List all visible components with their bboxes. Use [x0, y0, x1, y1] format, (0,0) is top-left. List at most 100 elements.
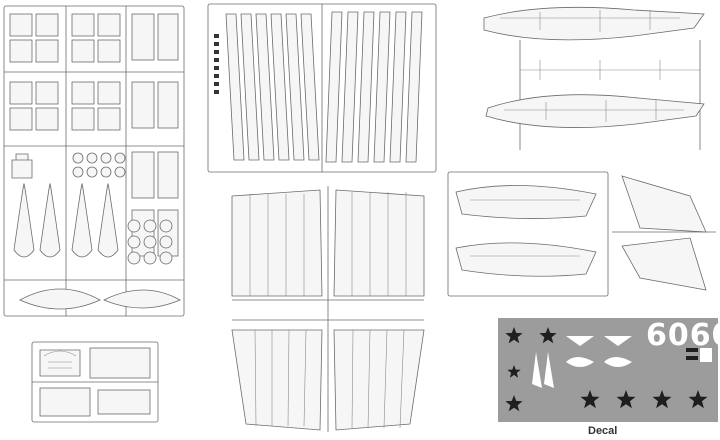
wheel-part — [159, 251, 173, 265]
decal-star — [505, 327, 523, 344]
drop-tank-part — [13, 183, 35, 258]
panel-part — [131, 13, 155, 61]
bulkhead-part — [35, 81, 59, 105]
bulkhead-part — [35, 13, 59, 37]
wing-upper-left — [231, 189, 323, 297]
stabilizer-part — [621, 175, 707, 233]
wheel-part — [127, 219, 141, 233]
wheel-part — [143, 251, 157, 265]
bulkhead-part — [97, 107, 121, 131]
wing-sprue — [231, 186, 425, 432]
strip-part — [225, 13, 245, 161]
strip-part — [255, 13, 275, 161]
panel-line — [367, 329, 371, 429]
bulkhead-part — [35, 107, 59, 131]
decal-badge — [604, 357, 632, 367]
wheel-part — [143, 235, 157, 249]
sprue-top-middle — [207, 3, 437, 173]
wheel-part — [100, 152, 112, 164]
bulkhead-part — [71, 107, 95, 131]
decal-star — [616, 390, 636, 409]
canopy-part — [103, 289, 181, 309]
fuselage-sprue — [483, 6, 705, 150]
strip-part — [285, 13, 305, 161]
bulkhead-part — [71, 13, 95, 37]
panel-line — [399, 329, 405, 429]
fuselage-half-bottom — [485, 94, 705, 128]
strip-part — [373, 11, 391, 163]
decal-bar — [686, 356, 698, 360]
wheel-part — [86, 152, 98, 164]
bulkhead-part — [71, 39, 95, 63]
panel-part — [157, 209, 179, 257]
wheel-part — [72, 152, 84, 164]
strip-part — [341, 11, 359, 163]
strip-part — [389, 11, 407, 163]
decal-star — [652, 390, 672, 409]
panel-part — [157, 151, 179, 199]
strip-part — [300, 13, 320, 161]
stabilizer-part — [621, 237, 707, 291]
bulkhead-part — [97, 81, 121, 105]
bulkhead-part — [97, 13, 121, 37]
decal-bar — [686, 348, 698, 352]
strip-part — [357, 11, 375, 163]
decal-stripe — [604, 336, 632, 346]
drop-tank-part — [71, 183, 93, 258]
wheel-part — [159, 235, 173, 249]
tail-part — [455, 185, 597, 219]
decal-sheet: 6060 — [498, 318, 720, 422]
sprue-left — [3, 5, 185, 317]
decal-stars — [505, 327, 708, 412]
bulkhead-part — [9, 81, 33, 105]
canopy-part — [19, 288, 101, 310]
decal-star — [505, 395, 523, 412]
panel-part — [157, 81, 179, 129]
drop-tank-part — [39, 183, 61, 258]
bulkhead-part — [97, 39, 121, 63]
panel-line — [383, 329, 388, 429]
decal-badge — [566, 357, 594, 367]
panel-line — [254, 329, 257, 427]
strip-part — [405, 11, 423, 163]
drop-tank-part — [97, 183, 119, 258]
strip-part — [270, 13, 290, 161]
wheel-part — [72, 166, 84, 178]
wheel-part — [86, 166, 98, 178]
sprue-small — [31, 341, 159, 423]
wheel-part — [159, 219, 173, 233]
panel-line — [351, 329, 354, 429]
decal-number: 6060 — [646, 318, 720, 353]
panel-part — [131, 209, 155, 257]
decal-star — [688, 390, 708, 409]
wing-lower-left — [231, 329, 323, 431]
panel-line — [287, 329, 290, 427]
wheel-part — [114, 152, 126, 164]
strip-part — [325, 11, 343, 163]
wheel-part — [114, 166, 126, 178]
wheel-part — [127, 235, 141, 249]
tail-part — [455, 242, 597, 277]
bulkhead-part — [35, 39, 59, 63]
panel-part — [131, 151, 155, 199]
decal-bar — [700, 348, 712, 362]
bulkhead-part — [9, 13, 33, 37]
bulkhead-part — [71, 81, 95, 105]
bulkhead-part — [9, 107, 33, 131]
decal-star — [539, 327, 557, 344]
strip-part — [240, 13, 260, 161]
wing-lower-right — [333, 329, 425, 431]
seat-part — [11, 153, 33, 179]
wheel-part — [100, 166, 112, 178]
decal-caption: Decal — [588, 425, 618, 437]
panel-part — [157, 13, 179, 61]
decal-stripe — [544, 352, 554, 388]
wheel-part — [127, 251, 141, 265]
panel-part — [131, 81, 155, 129]
decal-stripe — [566, 336, 594, 346]
wheel-part — [143, 219, 157, 233]
fuselage-half-top — [483, 6, 705, 41]
decal-star — [507, 365, 521, 378]
